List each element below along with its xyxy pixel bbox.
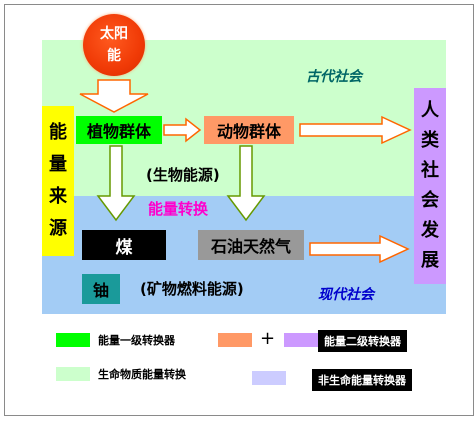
legend-swatch-bio (56, 367, 90, 381)
bio-energy-label: (生物能源) (146, 166, 220, 184)
coal-box: 煤 (82, 230, 166, 260)
sources-char: 能 (49, 122, 67, 143)
sources-char: 源 (49, 218, 67, 239)
energy-sources-bar: 能 量 来 源 (42, 106, 74, 256)
legend-swatch-primary (56, 333, 90, 347)
plant-down-arrow (96, 145, 136, 222)
legend-swatch-secondary (284, 333, 318, 347)
human-char: 发 (421, 220, 439, 241)
animal-to-human-arrow (299, 115, 412, 145)
sun-down-arrow (79, 79, 149, 113)
animal-down-arrow (226, 145, 266, 222)
human-char: 会 (421, 190, 439, 211)
human-char: 展 (421, 250, 439, 271)
legend-swatch-animal (218, 333, 252, 347)
legend-swatch-nonbio (252, 371, 286, 385)
energy-conversion-label: 能量转换 (148, 200, 209, 218)
human-society-bar: 人 类 社 会 发 展 (414, 88, 446, 284)
modern-society-label: 现代社会 (318, 287, 374, 303)
legend-bio-label: 生命物质能量转换 (98, 368, 186, 381)
ancient-society-label: 古代社会 (306, 69, 362, 85)
uranium-box: 铀 (82, 274, 120, 304)
plant-to-animal-arrow (163, 117, 202, 143)
animal-group-box: 动物群体 (204, 116, 294, 144)
human-char: 社 (421, 160, 439, 181)
legend-plus: + (260, 328, 276, 349)
sun-label-2: 能 (107, 48, 121, 64)
sources-char: 来 (49, 186, 67, 207)
legend-secondary-label: 能量二级转换器 (318, 330, 407, 352)
oil-to-human-arrow (309, 234, 410, 264)
human-char: 类 (421, 130, 439, 151)
plant-group-box: 植物群体 (76, 116, 162, 144)
human-char: 人 (421, 100, 439, 121)
oil-gas-box: 石油天然气 (198, 230, 304, 260)
legend-primary-label: 能量一级转换器 (98, 334, 175, 347)
sources-char: 量 (49, 154, 67, 175)
sun-label-1: 太阳 (100, 26, 128, 42)
solar-energy-circle: 太阳 能 (83, 14, 145, 76)
fossil-energy-label: (矿物燃料能源) (140, 280, 244, 298)
legend-nonbio-label: 非生命能量转换器 (312, 369, 412, 391)
